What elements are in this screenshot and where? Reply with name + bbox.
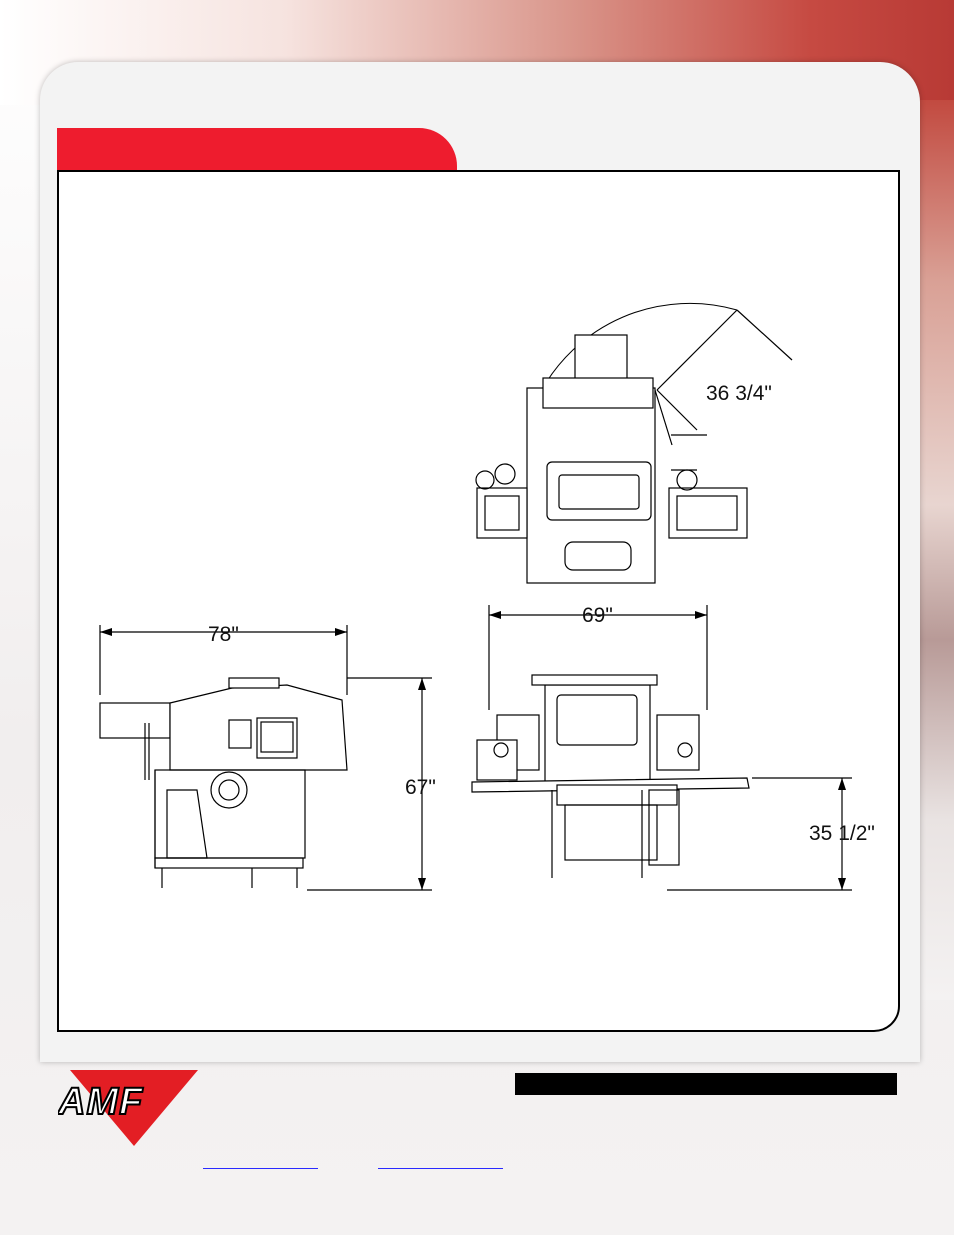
arc-dimension-label: 36 3/4" xyxy=(706,382,772,406)
conveyor-height-dimension-label: 35 1/2" xyxy=(809,822,875,846)
height-dimension-label: 67" xyxy=(405,776,436,800)
footer-link-1[interactable] xyxy=(203,1168,318,1169)
logo-text: AMF xyxy=(58,1081,144,1123)
machine-drawing xyxy=(57,170,900,1032)
amf-logo: AMF xyxy=(58,1068,203,1148)
section-tab xyxy=(57,128,457,174)
footer-link-2[interactable] xyxy=(378,1168,503,1169)
top-width-dimension-label: 78" xyxy=(208,623,239,647)
front-width-dimension-label: 69" xyxy=(582,604,613,628)
footer-bar xyxy=(515,1073,897,1095)
